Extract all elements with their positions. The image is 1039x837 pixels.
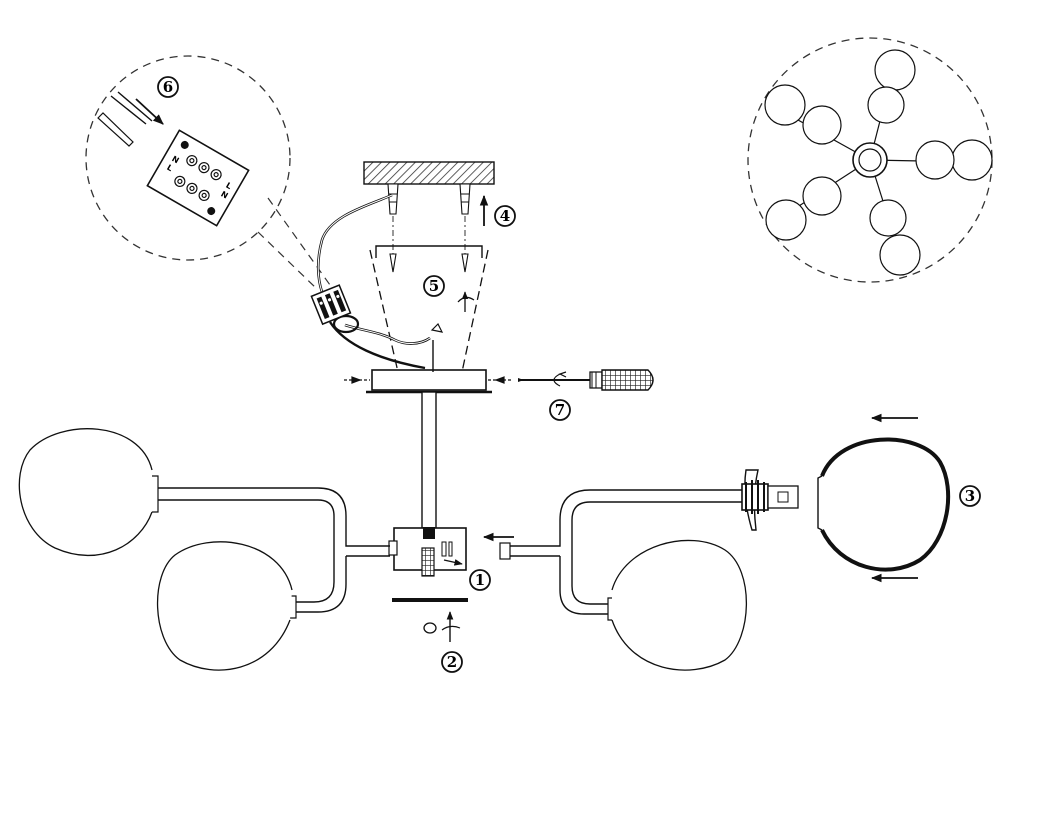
- step-badge-6: 6: [157, 76, 179, 98]
- step-number-2: 2: [447, 653, 457, 671]
- left-globe-lower: [156, 541, 293, 671]
- terminal-block: L N L N: [146, 129, 250, 227]
- mounted-terminal-block: [310, 284, 352, 326]
- screwdriver-icon: [518, 369, 654, 391]
- terminal-label-left-1: L: [165, 163, 174, 173]
- ceiling-mount: 4: [363, 161, 516, 270]
- terminal-label-right-2: N: [219, 189, 229, 200]
- wiring: [316, 193, 444, 372]
- terminal-label-right-1: L: [224, 181, 233, 191]
- socket-holder: [741, 469, 799, 531]
- terminal-label-left-2: N: [170, 154, 180, 165]
- glass-globe: [817, 437, 951, 572]
- step-badge-7: 7: [549, 399, 571, 421]
- step-number-1: 1: [475, 571, 485, 589]
- step-badge-2: 2: [441, 651, 463, 673]
- step-number-3: 3: [965, 487, 975, 505]
- ground-screw-icon: [180, 140, 189, 149]
- screw-right: [461, 253, 469, 273]
- leader-line: [257, 231, 319, 291]
- canopy: 5: [344, 245, 512, 394]
- detail-circle-terminal: [85, 55, 291, 261]
- canopy-outline: [369, 249, 489, 373]
- wall-plug-left: [387, 183, 399, 215]
- wall-plug-right: [459, 183, 471, 215]
- leader-line: [267, 197, 331, 286]
- assembled-globes: [764, 49, 993, 276]
- step-number-6: 6: [163, 78, 173, 96]
- center-hub: [388, 527, 467, 577]
- ceiling-surface: [363, 161, 495, 185]
- step-badge-5: 5: [423, 275, 445, 297]
- right-globe-lower: [611, 539, 748, 671]
- step-badge-3: 3: [959, 485, 981, 507]
- screw-left: [389, 253, 397, 273]
- bottom-nut: [392, 598, 468, 642]
- assembled-view: [747, 37, 993, 283]
- step-number-4: 4: [500, 207, 510, 225]
- small-screwdriver-icon: [97, 91, 164, 147]
- step-number-5: 5: [429, 277, 439, 295]
- rotate-icon: [457, 291, 475, 312]
- mounting-bracket: [375, 245, 483, 258]
- down-rod: [421, 391, 437, 529]
- step-number-7: 7: [555, 401, 565, 419]
- side-screws: [344, 376, 512, 384]
- canopy-plate: [371, 369, 487, 391]
- rotate-icon: [441, 625, 461, 631]
- left-globe-upper: [18, 428, 153, 557]
- step-badge-4: 4: [494, 205, 516, 227]
- terminal-detail: L N L N 6: [85, 55, 331, 291]
- step-badge-1: 1: [469, 569, 491, 591]
- ground-screw-icon: [207, 207, 216, 216]
